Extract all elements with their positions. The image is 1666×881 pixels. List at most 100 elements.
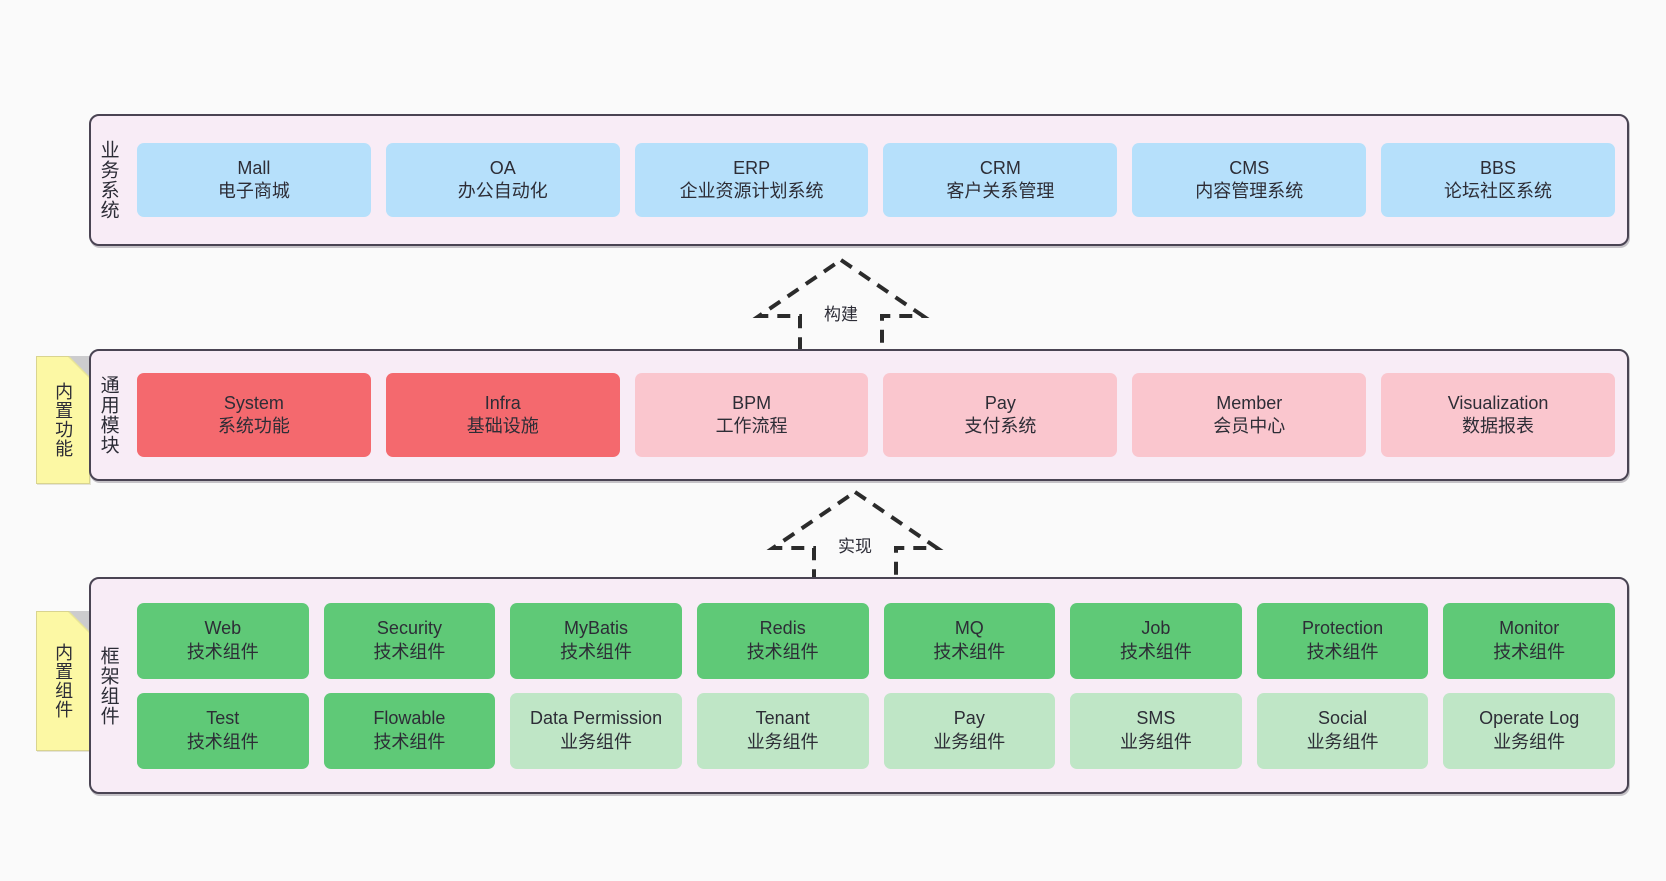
card-subtitle: 技术组件 (1493, 641, 1566, 662)
card-title: Security (376, 618, 442, 639)
card-operate-log[interactable]: Operate Log 业务组件 (1443, 692, 1615, 769)
card-title: Monitor (1499, 618, 1560, 639)
card-subtitle: 技术组件 (186, 731, 259, 752)
card-title: BPM (732, 392, 772, 413)
card-subtitle: 数据报表 (1462, 416, 1535, 436)
card-title: OA (489, 157, 516, 178)
card-subtitle: 电子商城 (217, 181, 290, 201)
connector-build: 构建 (752, 257, 930, 358)
card-title: ERP (733, 157, 771, 178)
card-subtitle: 企业资源计划系统 (679, 181, 824, 201)
card-title: System (223, 392, 284, 413)
layer-body-framework-components: Web 技术组件 Security 技术组件 MyBatis 技术组件 Redi… (125, 579, 1627, 792)
card-title: Pay (953, 708, 985, 729)
card-oa[interactable]: OA 办公自动化 (385, 143, 620, 217)
card-sms[interactable]: SMS 业务组件 (1070, 692, 1242, 769)
card-visualization[interactable]: Visualization 数据报表 (1381, 373, 1615, 457)
card-subtitle: 技术组件 (933, 641, 1006, 662)
card-subtitle: 办公自动化 (457, 181, 548, 201)
card-social[interactable]: Social 业务组件 (1256, 692, 1429, 769)
layer-framework-components: 框架组件 Web 技术组件 Security 技术组件 MyBatis 技术组件… (89, 577, 1629, 794)
card-row: Web 技术组件 Security 技术组件 MyBatis 技术组件 Redi… (137, 602, 1615, 679)
card-title: Operate Log (1479, 708, 1580, 729)
card-title: Job (1141, 618, 1171, 639)
card-subtitle: 业务组件 (560, 731, 633, 752)
card-infra[interactable]: Infra 基础设施 (385, 373, 620, 457)
card-title: Social (1318, 708, 1368, 729)
card-subtitle: 技术组件 (373, 731, 446, 752)
card-subtitle: 技术组件 (186, 641, 259, 662)
card-row: System 系统功能 Infra 基础设施 BPM 工作流程 Pay 支付系统… (137, 373, 1615, 457)
card-title: Member (1216, 392, 1283, 413)
layer-business-systems: 业务系统 Mall 电子商城 OA 办公自动化 ERP 企业资源计划系统 CRM… (89, 114, 1629, 246)
card-bbs[interactable]: BBS 论坛社区系统 (1381, 143, 1615, 217)
connector-implement: 实现 (766, 489, 944, 590)
card-bpm[interactable]: BPM 工作流程 (634, 373, 869, 457)
card-web[interactable]: Web 技术组件 (137, 602, 309, 679)
dashed-hollow-arrow-up-icon (766, 489, 944, 588)
layer-title-business-systems: 业务系统 (97, 140, 119, 220)
card-mq[interactable]: MQ 技术组件 (883, 602, 1056, 679)
card-cms[interactable]: CMS 内容管理系统 (1132, 143, 1367, 217)
card-data-permission[interactable]: Data Permission 业务组件 (510, 692, 682, 769)
card-subtitle: 业务组件 (746, 731, 819, 752)
card-mybatis[interactable]: MyBatis 技术组件 (510, 602, 682, 679)
card-subtitle: 业务组件 (1119, 731, 1192, 752)
note-label: 内置组件 (53, 643, 74, 719)
card-member[interactable]: Member 会员中心 (1132, 373, 1367, 457)
card-title: Infra (484, 392, 521, 413)
card-subtitle: 业务组件 (1493, 731, 1566, 752)
note-builtin-component: 内置组件 (36, 611, 90, 751)
card-title: Test (206, 708, 240, 729)
card-subtitle: 系统功能 (217, 416, 290, 436)
card-title: Data Permission (530, 708, 663, 729)
card-title: CMS (1229, 157, 1270, 178)
card-redis[interactable]: Redis 技术组件 (696, 602, 869, 679)
card-pay-component[interactable]: Pay 业务组件 (883, 692, 1056, 769)
card-subtitle: 业务组件 (1306, 731, 1379, 752)
card-title: MQ (954, 618, 984, 639)
card-title: Pay (984, 392, 1016, 413)
card-title: Web (204, 618, 242, 639)
card-row: Test 技术组件 Flowable 技术组件 Data Permission … (137, 692, 1615, 769)
card-job[interactable]: Job 技术组件 (1070, 602, 1242, 679)
card-subtitle: 技术组件 (746, 641, 819, 662)
dashed-hollow-arrow-up-icon (752, 257, 930, 356)
card-erp[interactable]: ERP 企业资源计划系统 (634, 143, 869, 217)
layer-common-modules: 通用模块 System 系统功能 Infra 基础设施 BPM 工作流程 Pay… (89, 349, 1629, 481)
card-subtitle: 技术组件 (1306, 641, 1379, 662)
layer-body-business-systems: Mall 电子商城 OA 办公自动化 ERP 企业资源计划系统 CRM 客户关系… (125, 116, 1627, 244)
card-title: Visualization (1447, 392, 1549, 413)
card-row: Mall 电子商城 OA 办公自动化 ERP 企业资源计划系统 CRM 客户关系… (137, 143, 1615, 217)
card-subtitle: 内容管理系统 (1195, 181, 1304, 201)
card-title: Mall (237, 157, 271, 178)
card-subtitle: 工作流程 (715, 416, 788, 436)
card-title: Protection (1302, 618, 1384, 639)
card-title: MyBatis (564, 618, 629, 639)
card-subtitle: 技术组件 (1119, 641, 1192, 662)
card-subtitle: 支付系统 (964, 416, 1037, 436)
card-security[interactable]: Security 技术组件 (323, 602, 496, 679)
card-subtitle: 会员中心 (1213, 416, 1286, 436)
card-test[interactable]: Test 技术组件 (137, 692, 309, 769)
card-mall[interactable]: Mall 电子商城 (137, 143, 371, 217)
note-label: 内置功能 (53, 382, 74, 458)
card-pay-module[interactable]: Pay 支付系统 (883, 373, 1118, 457)
card-title: Redis (759, 618, 806, 639)
card-subtitle: 业务组件 (933, 731, 1006, 752)
card-subtitle: 客户关系管理 (946, 181, 1055, 201)
card-subtitle: 论坛社区系统 (1444, 181, 1553, 201)
card-flowable[interactable]: Flowable 技术组件 (323, 692, 496, 769)
card-title: Flowable (373, 708, 446, 729)
card-protection[interactable]: Protection 技术组件 (1256, 602, 1429, 679)
card-crm[interactable]: CRM 客户关系管理 (883, 143, 1118, 217)
card-title: CRM (979, 157, 1021, 178)
card-title: SMS (1136, 708, 1176, 729)
card-system[interactable]: System 系统功能 (137, 373, 371, 457)
card-title: Tenant (755, 708, 810, 729)
layer-body-common-modules: System 系统功能 Infra 基础设施 BPM 工作流程 Pay 支付系统… (125, 351, 1627, 479)
card-monitor[interactable]: Monitor 技术组件 (1443, 602, 1615, 679)
card-tenant[interactable]: Tenant 业务组件 (696, 692, 869, 769)
layer-title-framework-components: 框架组件 (97, 645, 119, 726)
